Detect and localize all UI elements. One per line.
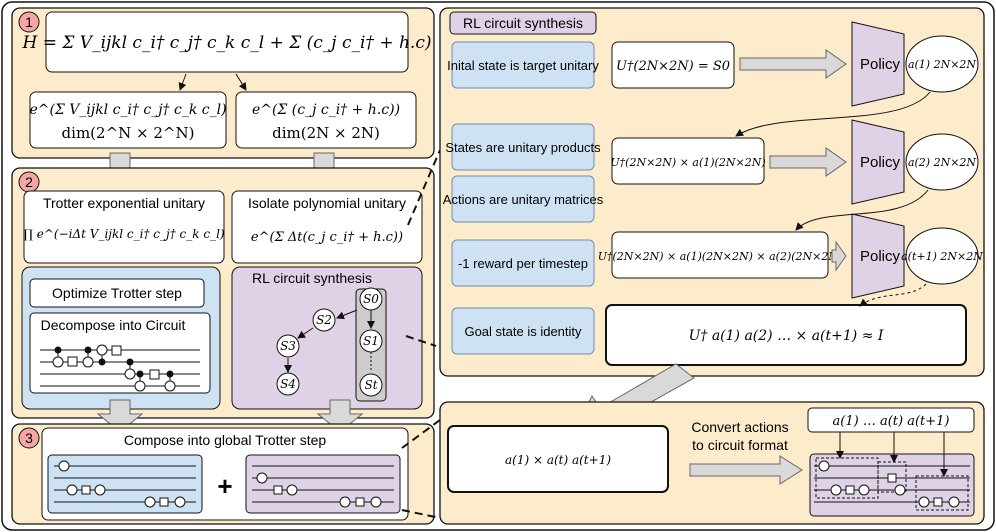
exp-quadratic-formula: e^(Σ (c_j c_i† + h.c)) [252, 102, 400, 118]
hamiltonian-formula: H = Σ V_ijkl c_i† c_j† c_k c_l + Σ (c_j … [22, 33, 432, 53]
panel-3-number-badge [18, 427, 40, 449]
action-2: a(t+1) 2N×2N [901, 250, 983, 263]
hamiltonian-box [45, 11, 409, 73]
exp-quartic-formula: e^(Σ V_ijkl c_i† c_j† c_k c_l) [29, 102, 226, 118]
rl-subpanel [231, 266, 423, 410]
trotter-box [23, 190, 225, 264]
rl-tree: S0 S1 St S2 S3 S4 [276, 287, 383, 397]
actions-row: a(1) … a(t) a(t+1) [833, 414, 950, 429]
block-arrow-convert [689, 455, 803, 485]
policy-label-0: Policy [860, 56, 901, 73]
feedback-arrow-3 [859, 283, 927, 307]
rl-step-boxes: Inital state is target unitary States ar… [443, 41, 604, 355]
action-1: a(2) 2N×2N [908, 156, 976, 169]
convert-label-line2: to circuit format [692, 437, 788, 453]
exp-quartic-box [29, 91, 227, 149]
rl-step-4: Goal state is identity [464, 324, 582, 339]
goal-state: U† a(1) a(2) … × a(t+1) ≈ I [689, 328, 884, 344]
final-circuit-box [809, 453, 975, 517]
node-st: St [364, 378, 377, 392]
action-0: a(1) 2N×2N [908, 58, 976, 71]
feedback-arrow-2 [795, 189, 929, 231]
zoom-line-upper [407, 149, 441, 226]
state-box-1 [611, 137, 765, 185]
panel-3-number: 3 [25, 430, 33, 446]
block-arrow-2to3-left [96, 399, 144, 433]
panel-1-number-badge [18, 11, 40, 33]
rl-step-2: Actions are unitary matrices [443, 192, 604, 207]
node-s4: S4 [280, 377, 296, 391]
state-box-2 [611, 231, 829, 279]
panel-2-number: 2 [25, 174, 33, 190]
compose-label: Compose into global Trotter step [124, 432, 327, 448]
node-s0: S0 [363, 292, 379, 306]
exp-quadratic-dim: dim(2N × 2N) [272, 124, 380, 142]
action-product-box [447, 425, 669, 493]
state-2: U†(2N×2N) × a(1)(2N×2N) × a(2)(2N×2N) [598, 250, 843, 263]
goal-box [605, 304, 967, 366]
zoom-line-bottom [401, 509, 441, 519]
feedback-arrow-1 [735, 91, 931, 137]
node-s1: S1 [363, 334, 379, 348]
small-circuit-1 [40, 344, 200, 392]
rl-step-1: States are unitary products [445, 140, 601, 155]
action-ellipses: a(1) 2N×2N a(2) 2N×2N a(t+1) 2N×2N [901, 35, 983, 285]
state-0: U†(2N×2N) = S0 [616, 59, 730, 74]
arrow-h-to-quadratic [235, 73, 247, 91]
state-to-policy-arrows [739, 49, 847, 272]
rl-panel-title: RL circuit synthesis [463, 15, 583, 31]
isolate-box [231, 190, 423, 264]
node-s2: S2 [316, 313, 332, 327]
panel-1-number: 1 [25, 14, 33, 30]
isolate-title: Isolate polynomial unitary [248, 195, 406, 211]
rl-step-3: -1 reward per timestep [458, 256, 588, 271]
state-1: U†(2N×2N) × a(1)(2N×2N) [610, 156, 765, 169]
node-s3: S3 [280, 339, 296, 353]
rl-step-0: Inital state is target unitary [447, 58, 599, 73]
decompose-label: Decompose into Circuit [41, 317, 186, 333]
action-product: a(1) × a(t) a(t+1) [505, 453, 611, 467]
block-arrow-2to3-right [316, 399, 364, 433]
trotter-title: Trotter exponential unitary [43, 195, 205, 211]
compose-circuit-wires [54, 460, 394, 508]
trotter-formula: ∏ e^(−iΔt V_ijkl c_i† c_j† c_k c_l) [23, 227, 225, 241]
arrow-h-to-quartic [178, 73, 187, 91]
optimize-box [29, 278, 205, 308]
policy-label-1: Policy [860, 154, 901, 171]
zoom-line-lower [401, 419, 441, 449]
policy-blocks: Policy Policy Policy [851, 21, 905, 299]
exp-quadratic-box [235, 91, 417, 149]
exp-quartic-dim: dim(2^N × 2^N) [62, 124, 195, 142]
policy-label-2: Policy [860, 248, 901, 265]
final-circuit [814, 432, 970, 511]
state-box-0 [611, 41, 735, 89]
convert-label-line1: Convert actions [691, 419, 788, 435]
rl-subpanel-label: RL circuit synthesis [252, 270, 372, 286]
isolate-formula: e^(Σ Δt(c_j c_i† + h.c)) [251, 230, 403, 245]
rl-panel-title-box [449, 11, 597, 35]
actions-row-box [807, 407, 975, 433]
zoom-line-top [405, 335, 437, 347]
plus-sign: + [217, 471, 232, 501]
optimize-label: Optimize Trotter step [52, 285, 182, 301]
